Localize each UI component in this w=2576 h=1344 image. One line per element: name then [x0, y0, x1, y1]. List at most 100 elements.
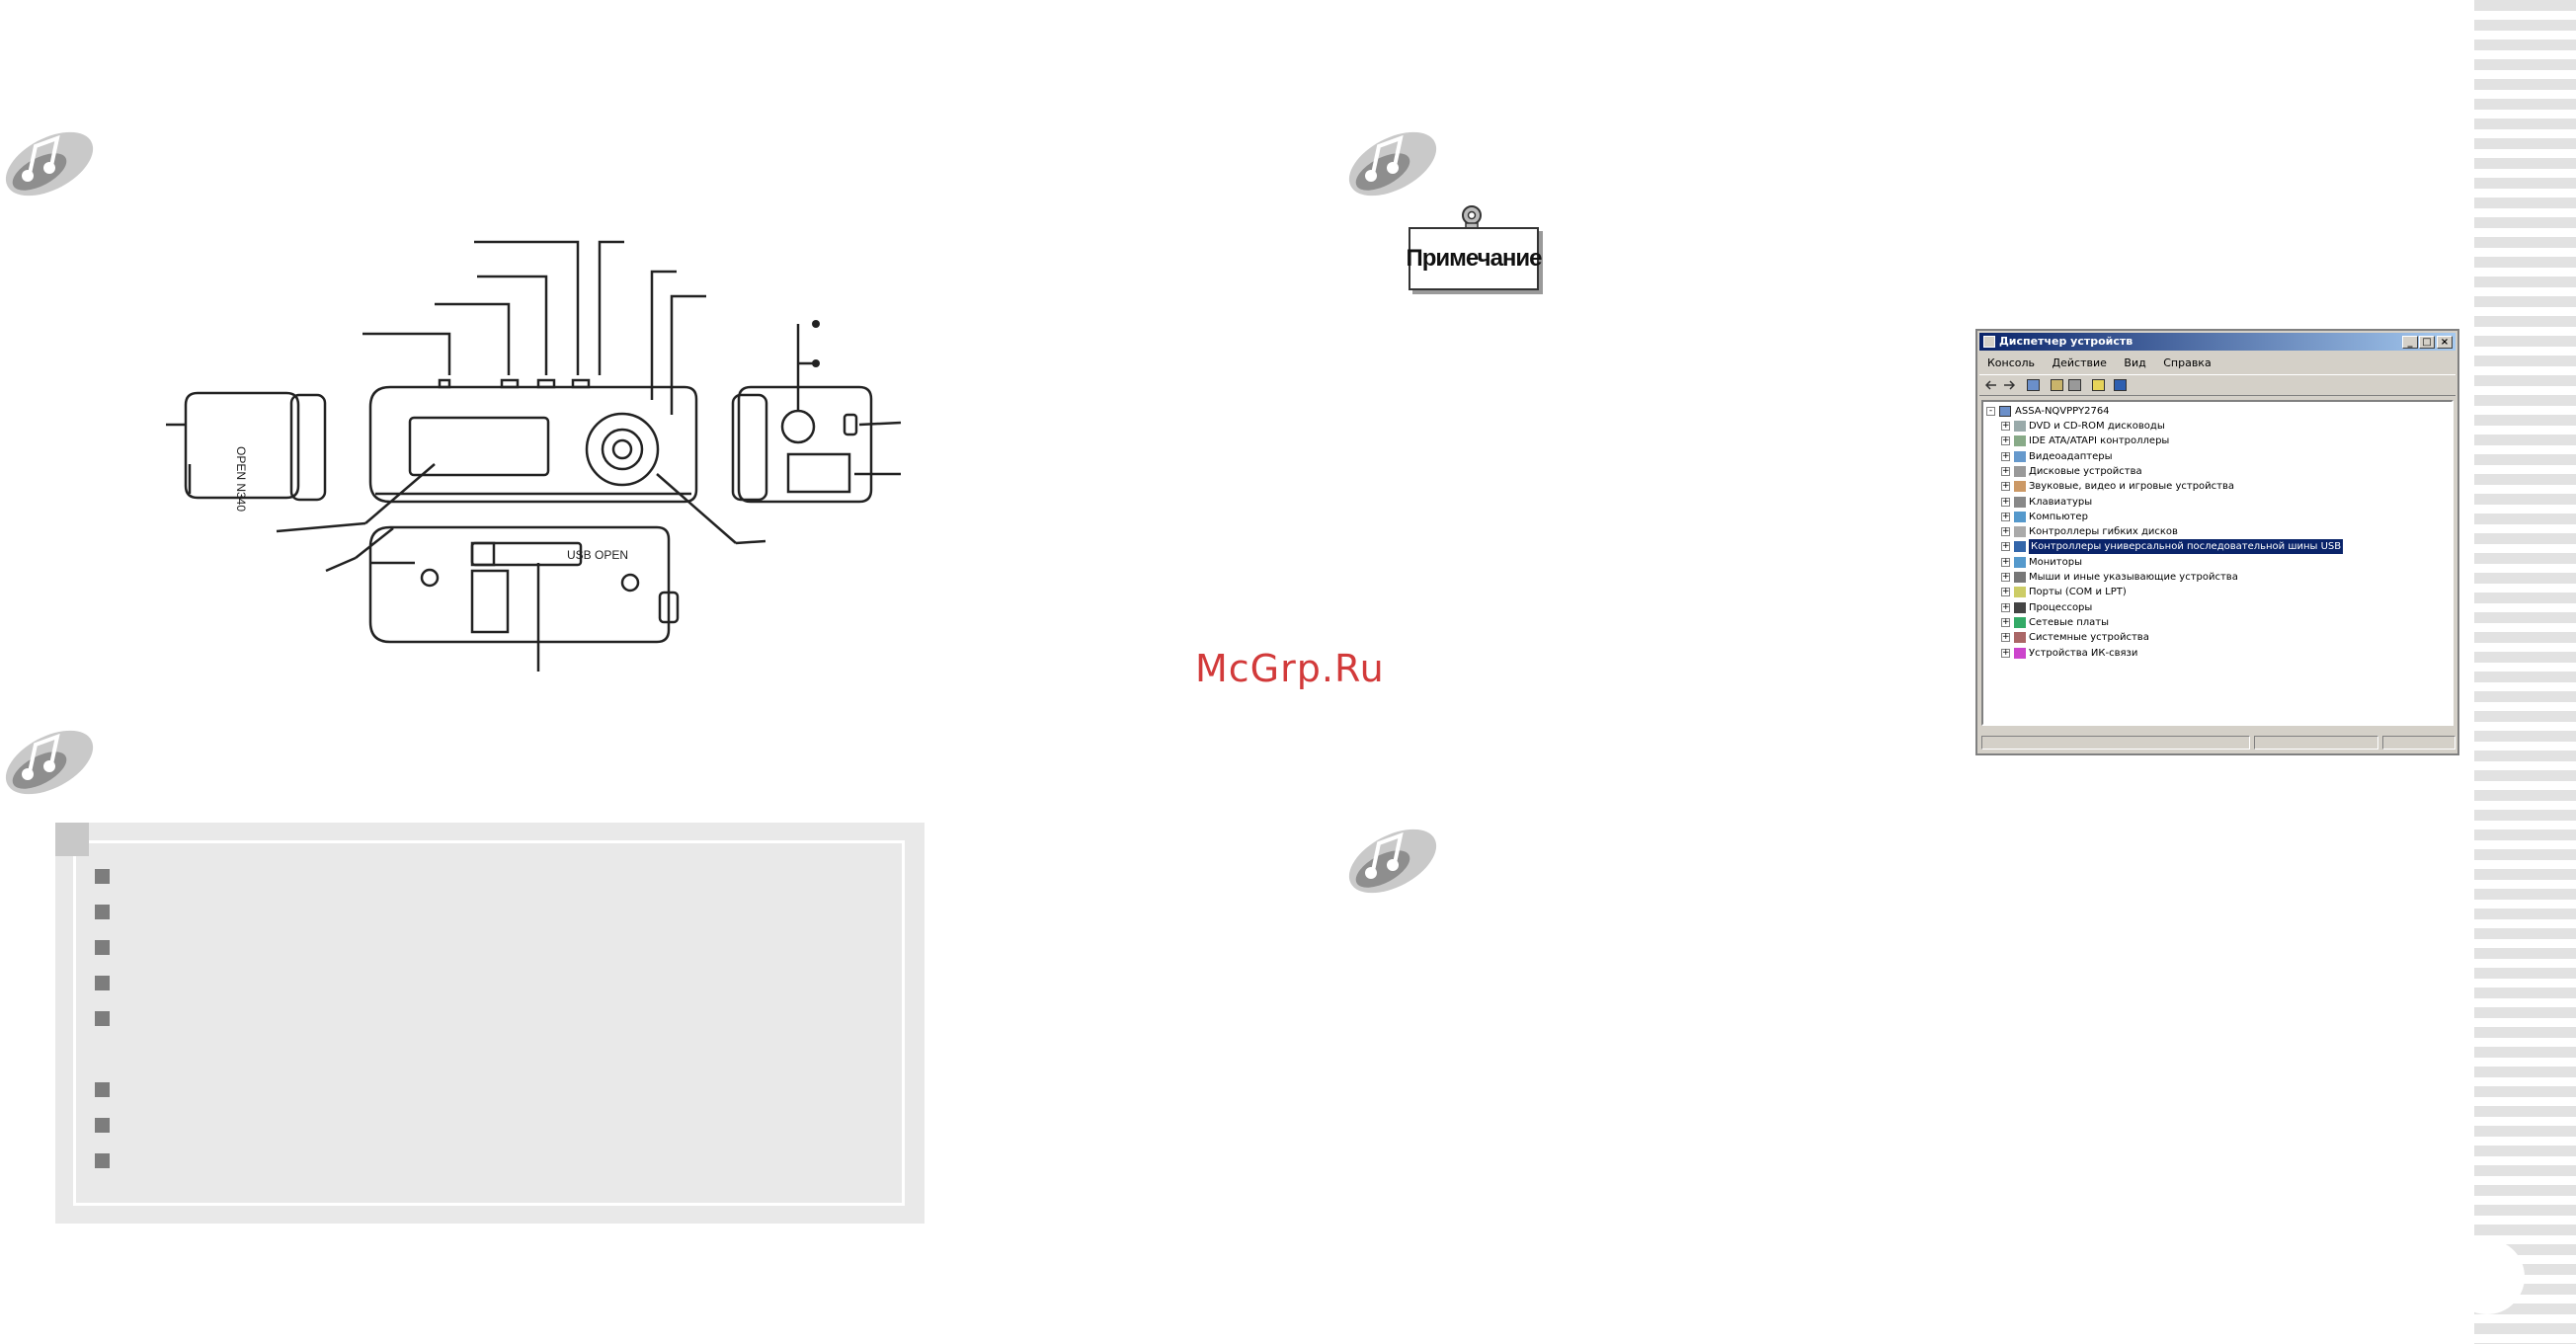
tree-item[interactable]: +Дисковые устройства — [1983, 464, 2452, 479]
expand-icon[interactable]: + — [2001, 421, 2010, 431]
tree-item[interactable]: + Видеоадаптеры — [1983, 449, 2452, 464]
tree-item-label: Клавиатуры — [2029, 496, 2093, 508]
tree-item[interactable]: + Сетевые платы — [1983, 615, 2452, 630]
tree-item[interactable]: + Порты (COM и LPT) — [1983, 585, 2452, 599]
tree-root-label: ASSA-NQVPPY2764 — [2015, 406, 2110, 417]
tree-item[interactable]: +Звуковые, видео и игровые устройства — [1983, 479, 2452, 494]
minimize-button[interactable]: _ — [2402, 336, 2418, 349]
tree-item-label: IDE ATA/ATAPI контроллеры — [2029, 435, 2170, 447]
maximize-button[interactable]: □ — [2419, 336, 2435, 349]
up-level-icon[interactable] — [2027, 379, 2040, 391]
tree-item-label: DVD и CD-ROM дисководы — [2029, 421, 2165, 432]
ide-icon — [2014, 435, 2026, 447]
help-icon[interactable] — [2092, 379, 2105, 391]
spec-box-corner — [55, 823, 89, 856]
port-icon — [2014, 587, 2026, 598]
menu-action[interactable]: Действие — [2052, 356, 2107, 369]
expand-icon[interactable]: + — [2001, 647, 2010, 658]
expand-icon[interactable]: + — [2001, 481, 2010, 492]
menu-help[interactable]: Справка — [2163, 356, 2212, 369]
monitor-icon — [2014, 556, 2026, 568]
expand-icon[interactable]: + — [2001, 526, 2010, 537]
tree-item-label: Сетевые платы — [2029, 616, 2110, 628]
device-manager-icon — [1983, 336, 1995, 348]
processor-icon — [2014, 601, 2026, 613]
tree-item[interactable]: +Процессоры — [1983, 600, 2452, 615]
spec-bullet — [95, 869, 110, 884]
usb-open-label: USB OPEN — [567, 548, 628, 562]
tree-item[interactable]: + Компьютер — [1983, 510, 2452, 524]
status-cell — [2382, 736, 2455, 750]
mouse-icon — [2014, 572, 2026, 583]
spec-bullet — [95, 1011, 110, 1026]
collapse-icon[interactable]: - — [1986, 407, 1995, 416]
spec-bullet — [95, 1118, 110, 1133]
spec-bullet — [95, 976, 110, 990]
menu-bar: Консоль Действие Вид Справка — [1979, 355, 2455, 372]
expand-icon[interactable]: + — [2001, 632, 2010, 643]
expand-icon[interactable]: + — [2001, 511, 2010, 521]
tree-item-label: Системные устройства — [2029, 632, 2149, 644]
menu-view[interactable]: Вид — [2124, 356, 2146, 369]
spec-bullet — [95, 1082, 110, 1097]
expand-icon[interactable]: + — [2001, 572, 2010, 582]
device-manager-window: Диспетчер устройств _ □ × Консоль Действ… — [1975, 329, 2459, 755]
page-number-circle — [2450, 1239, 2525, 1314]
tree-item-label: Контроллеры гибких дисков — [2029, 526, 2178, 538]
pin-icon — [1462, 205, 1482, 232]
tree-item[interactable]: + Устройства ИК-связи — [1983, 646, 2452, 661]
network-icon — [2014, 616, 2026, 628]
music-note-icon — [1348, 829, 1437, 894]
tree-item-label: Мониторы — [2029, 556, 2082, 568]
spec-box — [55, 823, 925, 1224]
status-cell — [2254, 736, 2378, 750]
expand-icon[interactable]: + — [2001, 496, 2010, 507]
tree-item[interactable]: + Контроллеры гибких дисков — [1983, 524, 2452, 539]
tree-item[interactable]: + Клавиатуры — [1983, 495, 2452, 510]
properties-icon[interactable] — [2051, 379, 2063, 391]
close-button[interactable]: × — [2437, 336, 2453, 349]
expand-icon[interactable]: + — [2001, 435, 2010, 446]
music-note-icon — [5, 730, 94, 795]
tree-item-label: Порты (COM и LPT) — [2029, 587, 2127, 598]
expand-icon[interactable]: + — [2001, 587, 2010, 597]
forward-arrow-icon[interactable] — [2003, 380, 2015, 390]
back-arrow-icon[interactable] — [1985, 380, 1997, 390]
player-diagram: USB OPEN OPEN N340 — [166, 240, 902, 672]
tree-item[interactable]: + IDE ATA/ATAPI контроллеры — [1983, 434, 2452, 448]
tree-item-label: Видеоадаптеры — [2029, 450, 2113, 462]
toolbar — [1979, 374, 2455, 396]
menu-console[interactable]: Консоль — [1987, 356, 2036, 369]
scan-hardware-icon[interactable] — [2114, 379, 2127, 391]
expand-icon[interactable]: + — [2001, 601, 2010, 612]
print-icon[interactable] — [2068, 379, 2081, 391]
disk-icon — [2014, 465, 2026, 477]
expand-icon[interactable]: + — [2001, 616, 2010, 627]
window-titlebar[interactable]: Диспетчер устройств _ □ × — [1979, 333, 2455, 351]
expand-icon[interactable]: + — [2001, 450, 2010, 461]
window-title: Диспетчер устройств — [1999, 335, 2133, 348]
expand-icon[interactable]: + — [2001, 541, 2010, 552]
watermark: McGrp.Ru — [1195, 647, 1385, 690]
spec-box-frame — [73, 840, 905, 1206]
tree-item[interactable]: +Контроллеры универсальной последователь… — [1983, 539, 2452, 555]
infrared-icon — [2014, 647, 2026, 659]
tree-item[interactable]: + DVD и CD-ROM дисководы — [1983, 419, 2452, 434]
device-tree: - ASSA-NQVPPY2764 + DVD и CD-ROM дисковод… — [1981, 400, 2454, 726]
tree-item[interactable]: + Мыши и иные указывающие устройства — [1983, 570, 2452, 585]
tree-item[interactable]: + Системные устройства — [1983, 630, 2452, 645]
expand-icon[interactable]: + — [2001, 465, 2010, 476]
tree-item-label: Устройства ИК-связи — [2029, 647, 2138, 659]
page-edge-stripes — [2474, 0, 2576, 1344]
status-cell — [1981, 736, 2250, 750]
tree-item-label: Компьютер — [2029, 511, 2088, 522]
display-adapter-icon — [2014, 450, 2026, 462]
cover-text: OPEN N340 — [234, 446, 248, 512]
tree-item-label: Мыши и иные указывающие устройства — [2029, 572, 2238, 583]
expand-icon[interactable]: + — [2001, 556, 2010, 567]
computer-icon — [2014, 511, 2026, 522]
spec-bullet — [95, 940, 110, 955]
usb-icon — [2014, 541, 2026, 553]
tree-root[interactable]: - ASSA-NQVPPY2764 — [1983, 404, 2452, 419]
tree-item[interactable]: + Мониторы — [1983, 555, 2452, 570]
